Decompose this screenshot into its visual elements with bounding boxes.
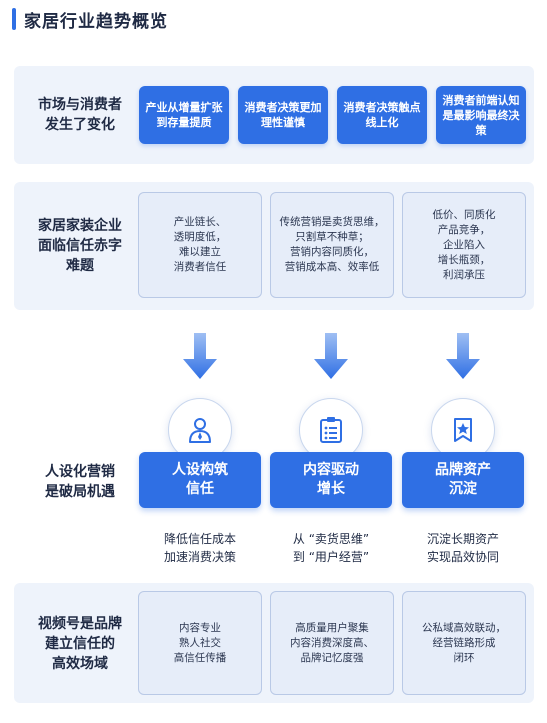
row1-box-2: 消费者决策更加理性谨慎 (238, 86, 328, 144)
star-badge-icon (454, 418, 472, 442)
row4-label: 视频号是品牌 建立信任的 高效场域 (38, 616, 122, 672)
pillar-persona-trust: 人设构筑 信任 (139, 452, 261, 508)
row2-box-1: 产业链长、 透明度低， 难以建立 消费者信任 (138, 192, 262, 298)
row2-box-3: 低价、同质化 产品竞争， 企业陷入 增长瓶颈， 利润承压 (402, 192, 526, 298)
pillar2-caption: 从 “卖货思维” 到 “用户经营” (292, 532, 370, 564)
row1-box-3: 消费者决策触点线上化 (337, 86, 427, 144)
pillar-brand-asset: 品牌资产 沉淀 (402, 452, 524, 508)
person-icon (189, 418, 211, 443)
row1-label: 市场与消费者 发生了变化 (38, 97, 122, 133)
pillar1-icon-circle (168, 398, 232, 462)
row3-label: 人设化营销 是破局机遇 (45, 464, 115, 500)
row2-box-2: 传统营销是卖货思维， 只割草不种草； 营销内容同质化， 营销成本高、效率低 (270, 192, 394, 298)
down-arrow-icon (183, 333, 217, 379)
clipboard-icon (320, 417, 342, 443)
pillar1-caption: 降低信任成本 加速消费决策 (163, 532, 236, 564)
down-arrow-icon (314, 333, 348, 379)
pillar3-icon-circle (431, 398, 495, 462)
pillar-content-growth: 内容驱动 增长 (270, 452, 392, 508)
title-accent-bar (12, 8, 16, 30)
row2-label: 家居家装企业 面临信任赤字 难题 (38, 218, 122, 274)
page-title: 家居行业趋势概览 (24, 12, 168, 32)
row4-box-2: 高质量用户聚集 内容消费深度高、 品牌记忆度强 (270, 591, 394, 695)
pillar3-caption: 沉淀长期资产 实现品效协同 (426, 532, 499, 564)
row4-box-3: 公私域高效联动， 经营链路形成 闭环 (402, 591, 526, 695)
down-arrow-icon (446, 333, 480, 379)
row1-box-4: 消费者前端认知是最影响最终决策 (436, 86, 526, 144)
row1-box-1: 产业从增量扩张到存量提质 (139, 86, 229, 144)
row4-box-1: 内容专业 熟人社交 高信任传播 (138, 591, 262, 695)
